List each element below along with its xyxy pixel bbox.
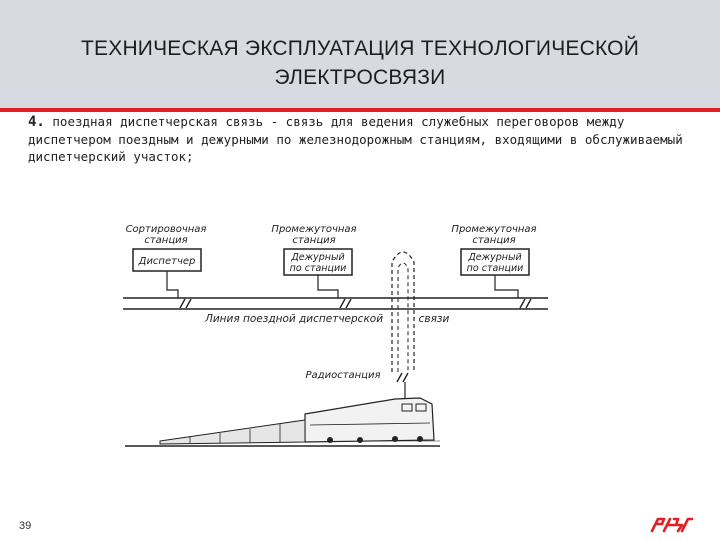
station-3-lead [494, 275, 519, 298]
locomotive [304, 397, 435, 443]
title-line-2: ЭЛЕКТРОСВЯЗИ [274, 66, 446, 89]
line-label-part2: связи [419, 313, 450, 325]
dispatcher-label: Диспетчер [138, 256, 196, 267]
radio-link-loop: Радиостанция [306, 251, 415, 398]
slide-header: ТЕХНИЧЕСКАЯ ЭКСПЛУАТАЦИЯ ТЕХНОЛОГИЧЕСКОЙ… [0, 0, 720, 108]
duty-officer-2-line1: Дежурный [467, 252, 521, 263]
radio-antenna-icon [396, 372, 409, 383]
dispatch-line: Линия поездной диспетчерской связи [123, 297, 548, 325]
station-3-tap-icon [519, 298, 532, 309]
radio-station-label: Радиостанция [306, 370, 381, 381]
title-line-1: ТЕХНИЧЕСКАЯ ЭКСПЛУАТАЦИЯ ТЕХНОЛОГИЧЕСКОЙ [81, 37, 639, 60]
definition-paragraph: 4. поездная диспетчерская связь - связь … [28, 113, 688, 165]
station-3-type-line1: Промежуточная [451, 224, 536, 235]
duty-officer-box-1 [283, 248, 353, 276]
definition-text: поездная диспетчерская связь - связь для… [28, 114, 683, 164]
station-intermediate-2: Промежуточная станция Дежурный по станци… [451, 224, 537, 309]
station-2-type-line1: Промежуточная [271, 224, 356, 235]
station-1-type-line1: Сортировочная [126, 224, 207, 235]
item-number: 4. [28, 114, 45, 130]
dispatcher-lead [166, 271, 179, 298]
station-1-type-line2: станция [144, 235, 187, 246]
header-accent-bar [0, 108, 720, 112]
line-label-part1: Линия поездной диспетчерской [204, 313, 383, 325]
dispatcher-tap-icon [179, 298, 192, 309]
station-2-tap-icon [339, 298, 352, 309]
station-3-type-line2: станция [472, 235, 515, 246]
duty-officer-2-line2: по станции [467, 263, 524, 274]
station-2-type-line2: станция [292, 235, 335, 246]
duty-officer-1-line1: Дежурный [290, 252, 344, 263]
station-intermediate-1: Промежуточная станция Дежурный по станци… [271, 224, 357, 309]
station-2-lead [317, 275, 339, 298]
slide-title: ТЕХНИЧЕСКАЯ ЭКСПЛУАТАЦИЯ ТЕХНОЛОГИЧЕСКОЙ… [0, 34, 720, 92]
duty-officer-1-line2: по станции [290, 263, 347, 274]
rzd-logo-icon [650, 517, 694, 533]
train-illustration [125, 397, 440, 447]
wagons [159, 419, 306, 445]
page-number: 39 [19, 520, 32, 532]
station-sorting: Сортировочная станция Диспетчер [126, 224, 207, 309]
